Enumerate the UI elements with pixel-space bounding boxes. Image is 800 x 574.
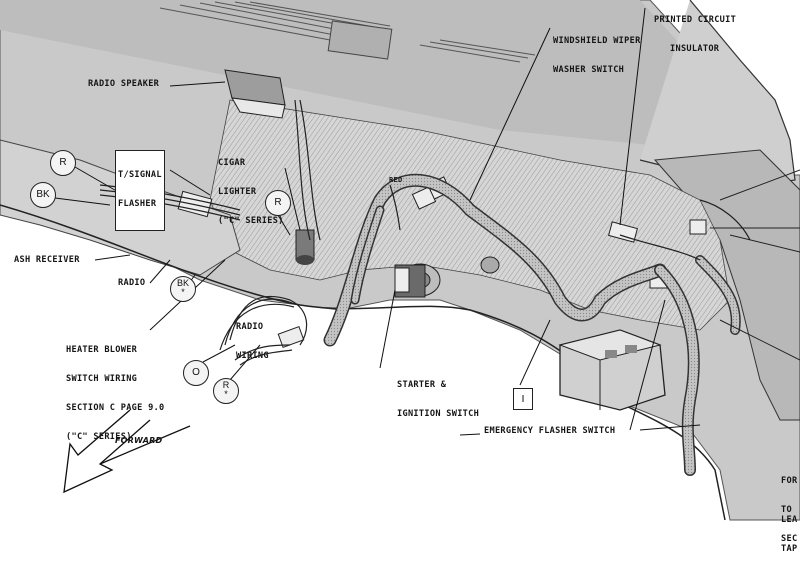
label-windshield-wiper-washer-switch: WINDSHIELD WIPER WASHER SWITCH [553,36,641,75]
label-radio-speaker: RADIO SPEAKER [88,79,160,89]
wiring-diagram: PRINTED CIRCUIT INSULATOR WINDSHIELD WIP… [0,0,800,554]
leader-lines [54,7,666,431]
radio-speaker-shape [224,69,286,119]
right-side-leaders [710,169,800,361]
label-starter-ignition-switch: STARTER & IGNITION SWITCH [397,380,480,419]
wire-code-r-center: R [265,190,291,216]
dash-top-highlight [0,0,765,150]
label-radio-wiring: RADIO WIRING [236,322,269,361]
wire-code-o: O [183,360,209,386]
speaker-grille-panel [327,20,393,60]
wire-code-r-star: R * [213,378,239,404]
cigar-lighter-shape [295,229,315,265]
footer-dashes [459,424,701,436]
wiring-harness [323,173,741,476]
label-cigar-lighter: CIGAR LIGHTER ("C" SERIES) [218,158,284,226]
label-red: RED [389,176,403,184]
forward-arrow [63,409,191,494]
dash-lower-edge [0,204,726,521]
defroster-grille [159,1,536,63]
label-emergency-flasher-switch: EMERGENCY FLASHER SWITCH [484,426,616,436]
label-heater-blower-switch-wiring: HEATER BLOWER SWITCH WIRING SECTION C PA… [66,345,165,442]
emergency-flasher-box [558,329,666,411]
label-ash-receiver: ASH RECEIVER [14,255,80,265]
label-radio: RADIO [118,278,146,288]
label-t-signal-flasher: T/SIGNAL FLASHER [115,150,165,231]
wire-code-bk-star: BK * [170,276,196,302]
wire-code-bk: BK [30,182,56,208]
wire-code-r-upper: R [50,150,76,176]
label-right-edge-2: LEA TAP [781,515,798,554]
label-forward: FORWARD [115,436,163,445]
gauge-knob [480,256,500,274]
label-printed-circuit-insulator: PRINTED CIRCUIT INSULATOR [654,15,737,54]
wire-code-i-box: I [513,388,533,410]
dashboard-drawing [0,0,800,521]
